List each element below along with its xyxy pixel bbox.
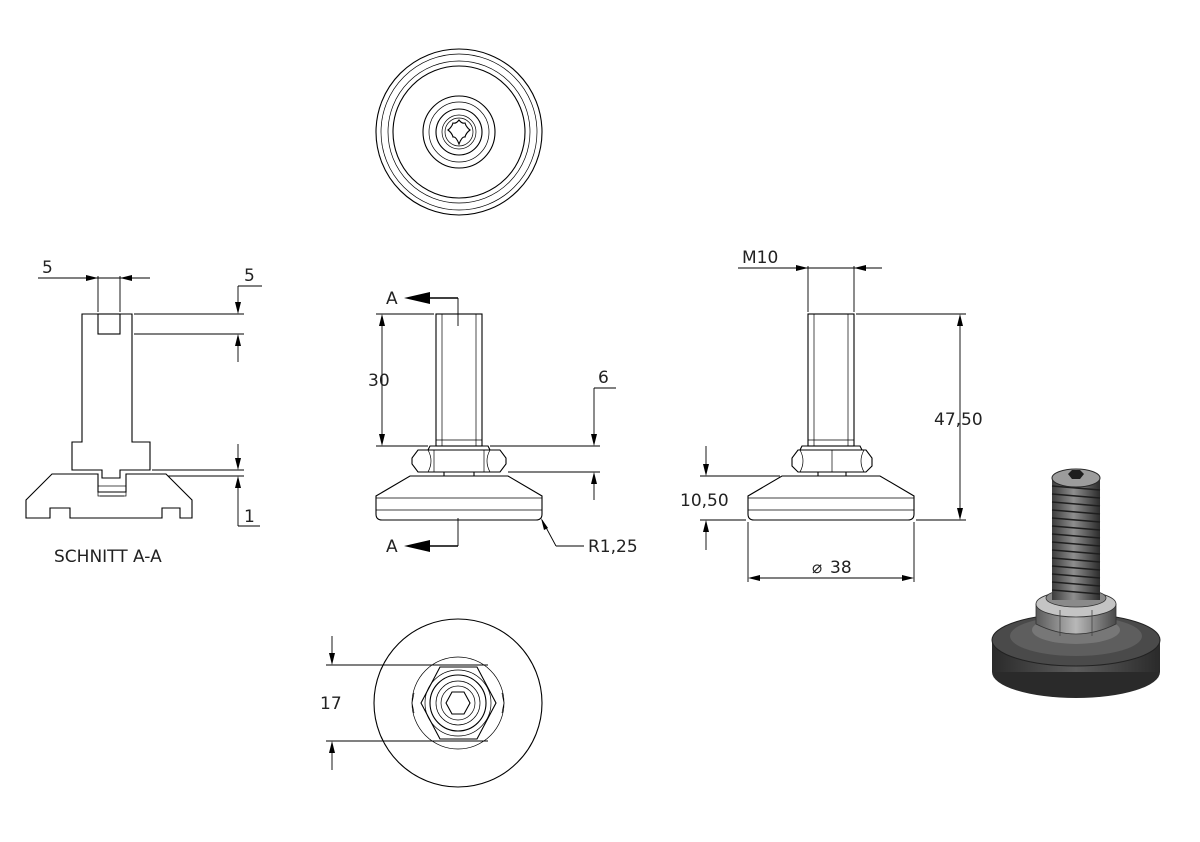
bottom-view: 17 xyxy=(320,618,543,788)
isometric-render xyxy=(991,468,1161,698)
dim-base-height-label: 10,50 xyxy=(680,491,729,511)
section-marker-bottom: A xyxy=(386,537,398,557)
hex-socket-icon xyxy=(445,691,471,715)
dim-bore-depth-label: 5 xyxy=(244,266,255,286)
front-view: A A 30 6 R1,25 xyxy=(368,289,638,557)
section-marker-top: A xyxy=(386,289,398,309)
dim-total-height-label: 47,50 xyxy=(934,410,983,430)
top-view xyxy=(375,48,543,216)
section-view: 5 5 1 SCHNITT A-A xyxy=(25,258,262,567)
dim-gap-label: 1 xyxy=(244,507,255,527)
dim-thread-length-label: 30 xyxy=(368,371,390,391)
torx-socket-icon xyxy=(447,119,471,146)
dim-diameter-label: 38 xyxy=(830,558,852,578)
section-caption: SCHNITT A-A xyxy=(54,547,162,567)
side-view: M10 47,50 10,50 ⌀ 38 xyxy=(680,248,983,582)
diameter-symbol-icon: ⌀ xyxy=(812,558,822,578)
dim-radius-label: R1,25 xyxy=(588,537,638,557)
dim-bore-width-label: 5 xyxy=(42,258,53,278)
dim-nut-height-label: 6 xyxy=(598,368,609,388)
dim-thread-label: M10 xyxy=(742,248,778,268)
dim-hex-width-label: 17 xyxy=(320,694,342,714)
